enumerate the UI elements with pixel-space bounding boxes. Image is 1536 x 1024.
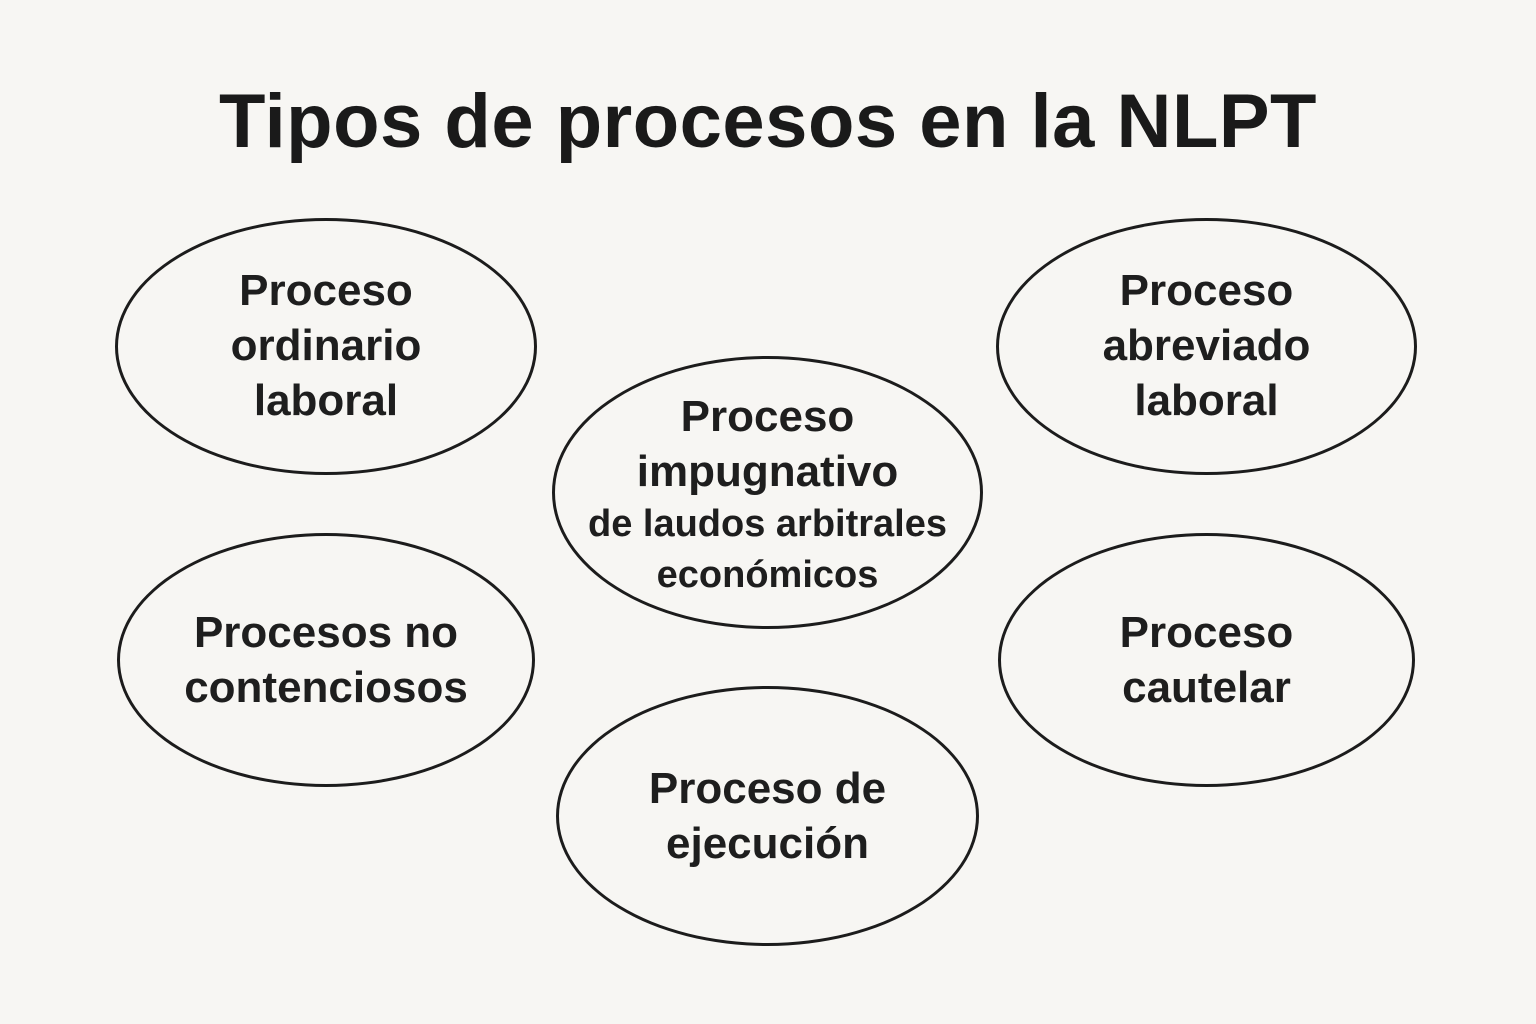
node-label-line: Proceso bbox=[680, 391, 855, 441]
node-proceso-cautelar: Proceso cautelar bbox=[998, 533, 1415, 787]
node-label-line: cautelar bbox=[1122, 663, 1291, 712]
node-label-line: de laudos arbitrales bbox=[587, 502, 947, 545]
node-label-line: abreviado bbox=[1102, 321, 1311, 370]
node-label-line: ejecución bbox=[666, 819, 869, 868]
diagram-title: Tipos de procesos en la NLPT bbox=[219, 79, 1317, 164]
node-label-line: económicos bbox=[656, 553, 879, 596]
node-proceso-impugnativo: Proceso impugnativo de laudos arbitrales… bbox=[552, 356, 983, 629]
node-proceso-ordinario-laboral: Proceso ordinario laboral bbox=[115, 218, 537, 475]
node-label-line: contenciosos bbox=[184, 663, 468, 712]
node-label-line: Proceso bbox=[1119, 608, 1294, 657]
node-label-line: ordinario bbox=[230, 321, 422, 370]
node-label-line: Proceso bbox=[1119, 266, 1294, 315]
node-label-line: laboral bbox=[253, 376, 399, 425]
node-label-line: Proceso de bbox=[648, 764, 887, 813]
node-label-line: laboral bbox=[1134, 376, 1279, 425]
node-label-line: Proceso bbox=[239, 266, 413, 315]
node-label-line: Procesos no bbox=[193, 608, 459, 657]
node-label-line: impugnativo bbox=[636, 446, 899, 496]
node-proceso-abreviado-laboral: Proceso abreviado laboral bbox=[996, 218, 1417, 475]
node-proceso-de-ejecucion: Proceso de ejecución bbox=[556, 686, 979, 946]
node-procesos-no-contenciosos: Procesos no contenciosos bbox=[117, 533, 535, 787]
